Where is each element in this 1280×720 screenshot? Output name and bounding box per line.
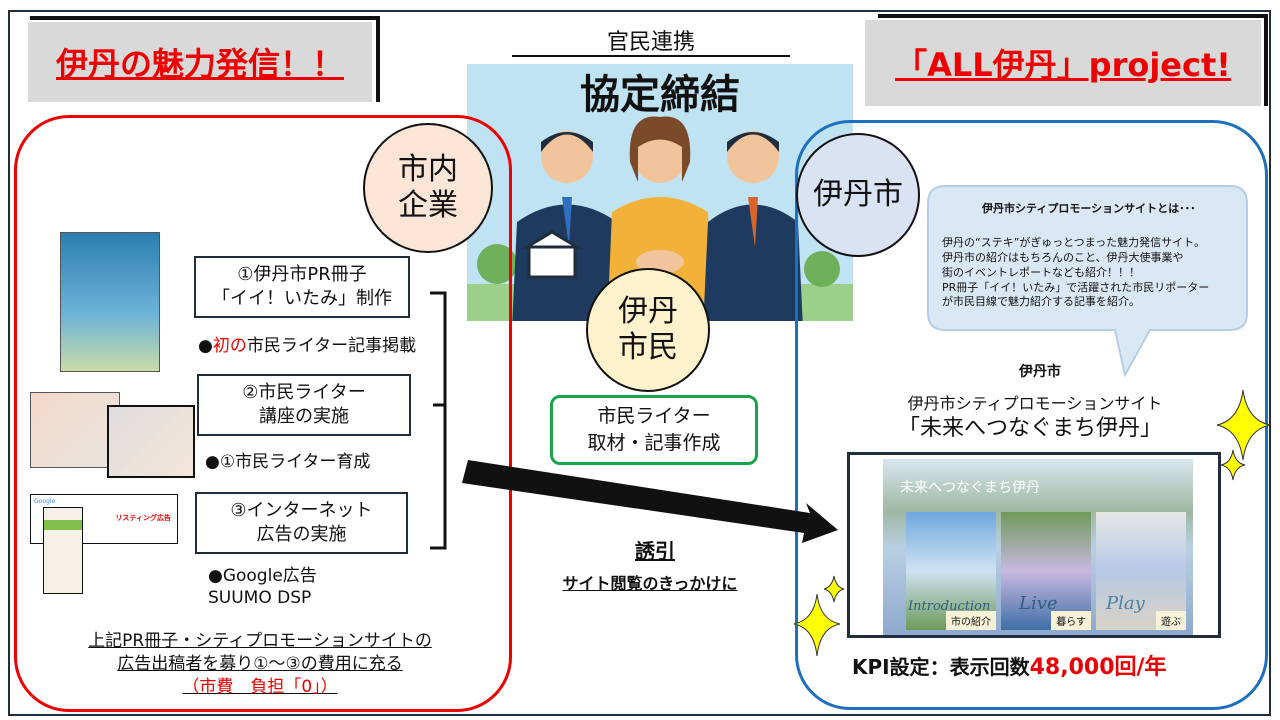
left-title: 伊丹の魅力発信！！ bbox=[28, 22, 372, 102]
kpi-value: 48,000回/年 bbox=[1029, 655, 1167, 680]
city-area bbox=[795, 120, 1268, 710]
site-tagline: 「未来へつなぐまち伊丹」 bbox=[897, 416, 1162, 441]
note-highlight: 初の bbox=[212, 336, 247, 356]
site-logo: 未来へつなぐまち伊丹 bbox=[900, 480, 1040, 496]
speech-bubble-shape bbox=[927, 185, 1248, 378]
laptop-photo bbox=[107, 405, 195, 478]
card-play[interactable]: Play 遊ぶ bbox=[1096, 512, 1186, 630]
card-en: Live bbox=[1019, 593, 1058, 614]
city-circle: 伊丹市 bbox=[796, 133, 920, 257]
card-jp: 市の紹介 bbox=[946, 611, 996, 630]
title-shadow bbox=[30, 16, 380, 102]
handshake-people-icon bbox=[467, 116, 853, 321]
funding-text: 上記PR冊子・シティプロモーションサイトの広告出稿者を募り①～③の費用に充る（市… bbox=[60, 630, 460, 699]
pr-booklet-image bbox=[60, 232, 160, 372]
title-shadow bbox=[878, 14, 1268, 106]
card-jp: 暮らす bbox=[1051, 611, 1091, 630]
bracket bbox=[430, 291, 447, 550]
camera-photo bbox=[30, 392, 120, 468]
inducement-title: 誘引 bbox=[635, 539, 675, 563]
funding-line-1: 上記PR冊子・シティプロモーションサイトの bbox=[88, 631, 432, 651]
header-underline bbox=[512, 55, 790, 57]
card-jp: 遊ぶ bbox=[1156, 611, 1186, 630]
site-name: 伊丹市シティプロモーションサイト bbox=[907, 394, 1163, 413]
note-first-article: ●初の市民ライター記事掲載 bbox=[198, 335, 416, 357]
center-header: 官民連携 bbox=[606, 30, 695, 55]
card-en: Play bbox=[1106, 593, 1145, 614]
card-introduction[interactable]: Introduction 市の紹介 bbox=[906, 512, 996, 630]
smartphone-screenshot bbox=[43, 507, 83, 594]
kpi-label: KPI設定：表示回数 bbox=[852, 655, 1030, 679]
companies-circle: 市内 企業 bbox=[363, 123, 493, 253]
private-sector-area bbox=[14, 115, 512, 712]
card-en: Introduction bbox=[908, 599, 991, 614]
citizen-writer-box: 市民ライター 取材・記事作成 bbox=[550, 395, 758, 465]
agreement-title: 協定締結 bbox=[580, 72, 740, 118]
step-2-box: ②市民ライター 講座の実施 bbox=[197, 374, 411, 436]
arrow-icon bbox=[462, 460, 838, 543]
slide-frame bbox=[8, 10, 1271, 716]
sparkle-icon bbox=[1216, 389, 1271, 481]
google-logo: Google bbox=[34, 498, 56, 505]
bullet: ● bbox=[198, 336, 213, 356]
listing-ad-label: リスティング広告 bbox=[115, 514, 171, 522]
website-screenshot[interactable]: 未来へつなぐまち伊丹 Introduction 市の紹介 Live 暮らす Pl… bbox=[847, 452, 1221, 638]
site-owner: 伊丹市 bbox=[1019, 364, 1061, 380]
note-text: 市民ライター記事掲載 bbox=[246, 336, 417, 356]
inducement-subtitle: サイト閲覧のきっかけに bbox=[562, 574, 738, 593]
note-writer-training: ●①市民ライター育成 bbox=[205, 452, 371, 472]
note-ads: ●Google広告 SUUMO DSP bbox=[208, 566, 317, 609]
citizens-circle: 伊丹 市民 bbox=[586, 268, 710, 392]
funding-line-2: 広告出稿者を募り①～③の費用に充る bbox=[117, 653, 403, 674]
step-3-box: ③インターネット 広告の実施 bbox=[195, 492, 408, 554]
step-1-box: ①伊丹市PR冊子 「イイ！いたみ」制作 bbox=[194, 256, 410, 318]
bubble-body: 伊丹の“ステキ”がぎゅっとつまった魅力発信サイト。 伊丹市の紹介はもちろんのこと… bbox=[942, 236, 1210, 309]
funding-line-3: （市費 負担「0」） bbox=[182, 676, 338, 697]
card-live[interactable]: Live 暮らす bbox=[1001, 512, 1091, 630]
right-title: 「ALL伊丹」project! bbox=[865, 20, 1261, 106]
kpi-text: KPI設定：表示回数48,000回/年 bbox=[852, 649, 1167, 681]
bubble-title: 伊丹市シティプロモーションサイトとは･･･ bbox=[982, 202, 1196, 215]
sparkle-icon bbox=[793, 575, 845, 657]
